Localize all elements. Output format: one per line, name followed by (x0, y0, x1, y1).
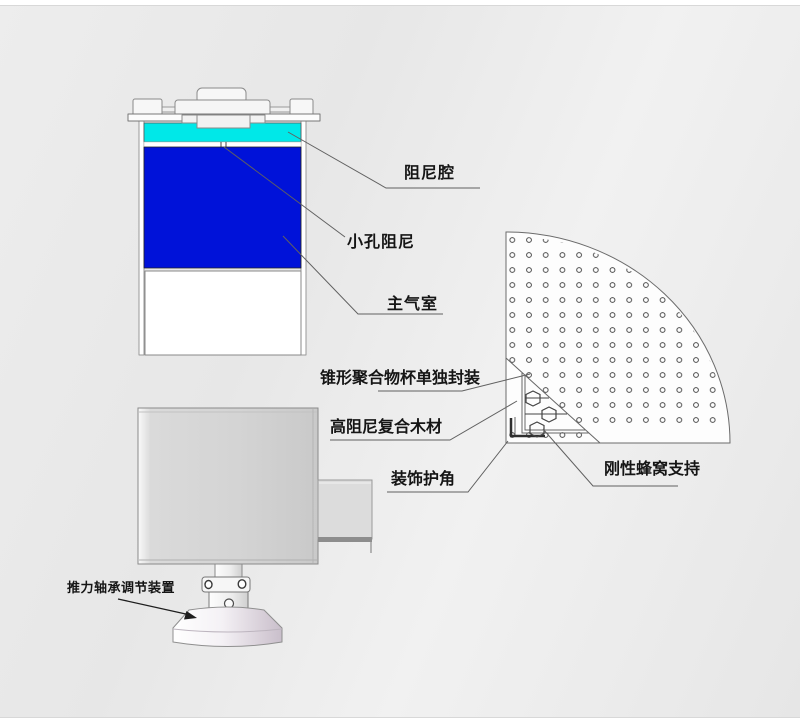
foot-shoulder-line (172, 628, 283, 633)
top-cap-assembly (127, 87, 321, 129)
side-protrusion (317, 479, 373, 540)
honeycomb-cells (525, 390, 567, 438)
honeycomb-panel (505, 231, 731, 444)
leader-lines (223, 131, 678, 493)
label-decorative-corner-guard: 装饰护角 (391, 471, 456, 488)
top-border-strip (0, 0, 800, 6)
honeycomb-ribs (525, 397, 567, 415)
laminate-layers (514, 373, 589, 435)
orifice-plate (143, 141, 302, 148)
hex-cell (529, 421, 545, 438)
foot-base (172, 606, 283, 647)
label-thrust-bearing-adjuster: 推力轴承调节装置 (67, 580, 176, 595)
label-rigid-honeycomb-support: 刚性蜂窝支持 (604, 461, 701, 478)
leader-conical-cup (378, 373, 531, 392)
panel-perforations (506, 236, 725, 443)
protrusion-bottom-edge (318, 537, 372, 542)
foot-neck (214, 563, 243, 578)
layer-outer (521, 373, 589, 434)
main-air-chamber-fill (143, 146, 302, 269)
label-conical-polymer-cup: 锥形聚合物杯单独封装 (320, 370, 481, 387)
isolator-body (137, 407, 373, 565)
label-main-air-chamber: 主气室 (387, 296, 439, 313)
lower-chamber (144, 270, 302, 356)
layer-inner (524, 376, 585, 431)
isolator-box (137, 407, 319, 565)
collar-hole-right (237, 579, 247, 589)
arrow-shaft (117, 598, 189, 616)
label-damping-chamber: 阻尼腔 (404, 165, 456, 182)
leader-honeycomb-support (542, 428, 678, 487)
right-wall (300, 120, 307, 356)
leader-composite-wood (330, 400, 518, 441)
bottom-border-strip (0, 717, 800, 726)
collar-hole-left (204, 579, 213, 590)
leader-orifice-damping (223, 146, 346, 238)
leader-main-air-chamber (282, 235, 443, 315)
arrow-head (184, 611, 197, 620)
left-wall (138, 120, 145, 356)
leveling-foot-assembly (172, 563, 283, 647)
leader-corner-guard (387, 440, 509, 493)
cap-tab-center (196, 114, 251, 129)
air-spring-section (127, 87, 321, 356)
cutaway-diagonal (505, 357, 601, 444)
hex-cell (541, 406, 557, 423)
hex-cell (525, 390, 541, 407)
cap-right-block (289, 98, 314, 117)
label-high-damping-wood: 高阻尼复合木材 (330, 419, 443, 436)
thrust-bearing-arrow (117, 598, 197, 620)
cap-left-block (132, 98, 163, 117)
label-orifice-damping: 小孔阻尼 (347, 234, 416, 251)
leader-damping-chamber (287, 131, 480, 189)
